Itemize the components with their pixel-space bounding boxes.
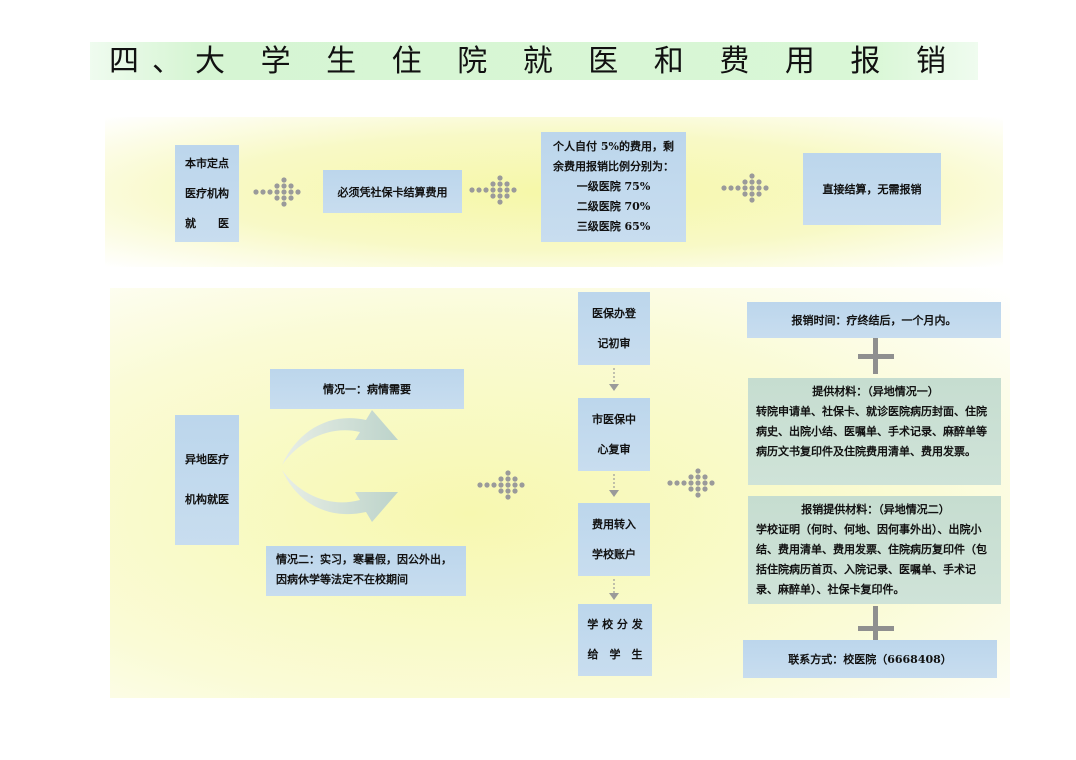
flow-line: 学校账户 xyxy=(592,547,636,561)
remote-start-line: 机构就医 xyxy=(185,493,229,506)
local-start-line: 本市定点 xyxy=(185,156,229,170)
ratio-line: 二级医院 70% xyxy=(576,200,651,213)
dot-arrow-3 xyxy=(721,173,769,203)
split-curve-arrow xyxy=(282,410,398,522)
flow-arrow-2-head xyxy=(609,490,619,497)
dot-arrow-4 xyxy=(477,470,525,500)
materials-case2-body: 学校证明（何时、何地、因何事外出）、出院小结、费用清单、费用发票、住院病历复印件… xyxy=(756,523,987,596)
flow-arrow-3-head xyxy=(609,593,619,600)
plus-connector-bottom xyxy=(858,606,894,640)
school-account-box: 费用转入 学校账户 xyxy=(578,503,650,576)
case2-line: 因病休学等法定不在校期间 xyxy=(276,573,408,586)
registration-box: 医保办登 记初审 xyxy=(578,292,650,365)
contact-box: 联系方式：校医院（6668408） xyxy=(743,640,997,678)
ratio-line: 个人自付 5%的费用，剩 xyxy=(553,140,674,153)
dot-arrow-1 xyxy=(253,177,301,207)
case2-box: 情况二：实习，寒暑假，因公外出， 因病休学等法定不在校期间 xyxy=(266,546,466,596)
title-band xyxy=(90,42,978,80)
ratio-line: 余费用报销比例分别为： xyxy=(553,160,674,173)
flow-line: 费用转入 xyxy=(592,517,636,531)
social-card-box: 必须凭社保卡结算费用 xyxy=(323,170,462,213)
flow-line: 给 学 生 xyxy=(587,648,643,661)
ratio-line: 一级医院 75% xyxy=(576,180,651,193)
case2-line: 情况二：实习，寒暑假，因公外出， xyxy=(276,553,452,566)
flow-arrow-1-head xyxy=(609,384,619,391)
dot-arrow-2 xyxy=(469,175,517,205)
reimburse-ratio-box: 个人自付 5%的费用，剩 余费用报销比例分别为： 一级医院 75% 二级医院 7… xyxy=(541,132,686,242)
remote-start-box: 异地医疗 机构就医 xyxy=(175,415,239,545)
ratio-line: 三级医院 65% xyxy=(576,220,651,233)
case1-box: 情况一：病情需要 xyxy=(270,369,464,409)
city-review-box: 市医保中 心复审 xyxy=(578,398,650,471)
flow-line: 市医保中 xyxy=(592,412,636,426)
materials-case2-title: 报销提供材料：（异地情况二） xyxy=(801,503,950,516)
direct-settle-box: 直接结算，无需报销 xyxy=(803,153,941,225)
flow-line: 心复审 xyxy=(597,442,631,456)
page-title: 四、大 学 生 住 院 就 医 和 费 用 报 销 xyxy=(109,44,959,79)
flow-line: 医保办登 xyxy=(592,306,636,320)
local-start-line: 就 医 xyxy=(185,216,229,230)
distribute-box: 学 校 分 发 给 学 生 xyxy=(578,604,652,676)
plus-connector-top xyxy=(858,338,894,374)
local-start-box: 本市定点 医疗机构 就 医 xyxy=(175,145,239,242)
local-start-line: 医疗机构 xyxy=(185,186,229,200)
flow-line: 记初审 xyxy=(597,336,631,350)
flow-line: 学 校 分 发 xyxy=(587,618,643,631)
materials-case1-title: 提供材料：（异地情况一） xyxy=(812,385,939,398)
materials-case1-body: 转院申请单、社保卡、就诊医院病历封面、住院病史、出院小结、医嘱单、手术记录、麻醉… xyxy=(756,405,987,458)
dot-arrow-5 xyxy=(667,468,715,498)
remote-start-line: 异地医疗 xyxy=(185,453,229,466)
materials-case1-box: 提供材料：（异地情况一） 转院申请单、社保卡、就诊医院病历封面、住院病史、出院小… xyxy=(748,378,1001,485)
materials-case2-box: 报销提供材料：（异地情况二） 学校证明（何时、何地、因何事外出）、出院小结、费用… xyxy=(748,496,1001,604)
reimburse-time-box: 报销时间：疗终结后，一个月内。 xyxy=(747,302,1001,338)
